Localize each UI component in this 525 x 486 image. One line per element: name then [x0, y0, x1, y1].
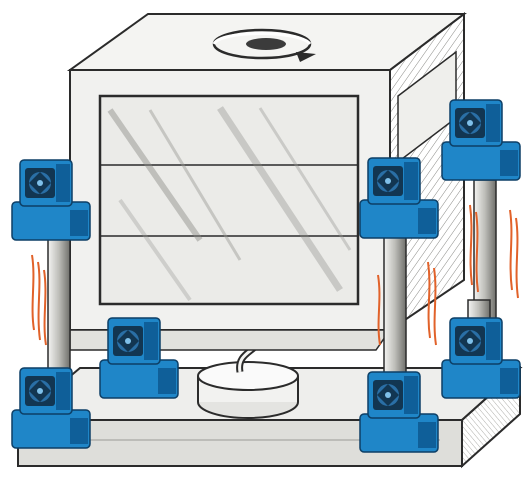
- fan-icon: [373, 380, 403, 410]
- front-left-post: [48, 225, 70, 385]
- fan-icon: [25, 376, 55, 406]
- glass-window: [100, 96, 358, 304]
- fan-icon: [455, 108, 485, 138]
- front-right-post: [384, 225, 406, 385]
- isolator-block-back-right-top: [442, 100, 520, 180]
- fan-icon: [455, 326, 485, 356]
- isolator-block-back-right-bottom: [442, 318, 520, 398]
- fan-icon: [373, 166, 403, 196]
- fan-icon: [113, 326, 143, 356]
- fan-icon: [25, 168, 55, 198]
